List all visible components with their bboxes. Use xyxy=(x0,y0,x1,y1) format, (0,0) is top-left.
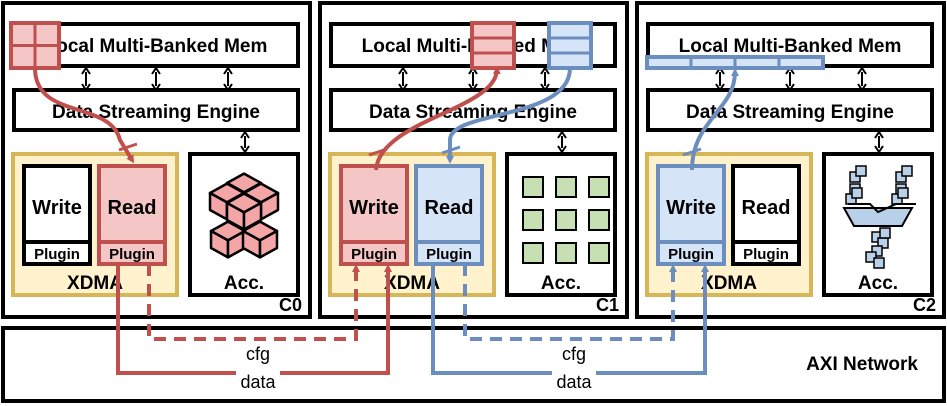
xdma-label: XDMA xyxy=(67,273,123,294)
write-plugin-label: Plugin xyxy=(668,246,714,263)
arrow-head-up xyxy=(540,66,550,75)
pe-tile xyxy=(588,176,610,198)
data-streaming-engine-box xyxy=(12,88,300,132)
accelerator-label: Acc. xyxy=(858,273,898,294)
cube-face xyxy=(258,229,279,259)
pe-tile xyxy=(555,242,577,264)
read-plugin-label: Plugin xyxy=(743,246,789,263)
path-c2-write-to-mem xyxy=(690,68,739,171)
read-label: Read xyxy=(108,197,157,219)
write-label: Write xyxy=(32,197,82,219)
cfg-label: cfg xyxy=(562,344,586,364)
arrow-head-up xyxy=(398,66,408,75)
read-label: Read xyxy=(425,197,474,219)
break-mark xyxy=(441,145,461,155)
funnel-reduce-icon xyxy=(842,165,916,269)
break-mark xyxy=(118,142,138,152)
pe-tile xyxy=(522,209,544,231)
local-memory-box xyxy=(12,22,300,68)
read-unit-box xyxy=(731,164,801,266)
path-c1-mem-to-read xyxy=(446,67,572,164)
funnel-rim xyxy=(848,203,916,214)
read-plugin-label: Plugin xyxy=(109,246,155,263)
write-plugin-label: Plugin xyxy=(351,246,397,263)
xdma-label: XDMA xyxy=(701,273,757,294)
data-block xyxy=(851,187,863,199)
axi-network-label: AXI Network xyxy=(806,354,918,375)
write-unit-box xyxy=(339,164,409,266)
arrow-head-up xyxy=(240,130,250,139)
accelerator-label: Acc. xyxy=(224,273,264,294)
write-unit-box xyxy=(656,164,726,266)
write-plugin-label: Plugin xyxy=(34,246,80,263)
cluster-label: C0 xyxy=(279,295,302,315)
data-block xyxy=(879,227,891,239)
arrow-head-up xyxy=(223,66,233,75)
pe-tile xyxy=(588,242,610,264)
pe-tile xyxy=(522,176,544,198)
bank-outline xyxy=(547,21,593,70)
grid-array-icon xyxy=(522,176,610,264)
data-block xyxy=(849,171,861,183)
write-unit-box xyxy=(22,164,92,266)
memory-bank-column-c1-red xyxy=(470,21,516,70)
memory-bank-row-c2 xyxy=(645,55,825,70)
data-streaming-engine-box xyxy=(646,88,934,132)
local-memory-label: Local Multi-Banked Mem xyxy=(45,36,268,57)
label-gap xyxy=(236,367,280,379)
break-mark xyxy=(368,147,388,157)
data-block xyxy=(901,165,913,177)
break-mark xyxy=(682,147,702,157)
accelerator-label: Acc. xyxy=(541,273,581,294)
read-unit-box xyxy=(97,164,167,266)
read-unit-box xyxy=(414,164,484,266)
bank-outline xyxy=(470,21,516,70)
data-block xyxy=(865,251,877,263)
memory-bank-column-c1-blue xyxy=(547,21,593,70)
pe-tile xyxy=(555,209,577,231)
path-c1-write-to-mem xyxy=(374,66,501,171)
arrow-head-up xyxy=(81,66,91,75)
pe-tile xyxy=(522,242,544,264)
data-block xyxy=(897,187,909,199)
read-label: Read xyxy=(742,197,791,219)
data-label: data xyxy=(556,372,592,392)
label-gap xyxy=(552,367,596,379)
cube-stack-icon xyxy=(208,172,280,259)
xdma-label: XDMA xyxy=(384,273,440,294)
pe-tile xyxy=(588,209,610,231)
data-block xyxy=(855,165,867,177)
read-plugin-label: Plugin xyxy=(426,246,472,263)
cluster-label: C1 xyxy=(596,295,619,315)
path-c0-mem-to-read xyxy=(33,67,135,164)
memory-bank-tile-c0 xyxy=(9,21,61,70)
pe-tile xyxy=(555,176,577,198)
arrow-head-up xyxy=(151,66,161,75)
cfg-label: cfg xyxy=(246,344,270,364)
arrow-head-up xyxy=(874,130,884,139)
local-memory-label: Local Multi-Banked Mem xyxy=(679,36,902,57)
arrow-head-up xyxy=(557,130,567,139)
data-streaming-engine-label: Data Streaming Engine xyxy=(369,102,577,123)
data-label: data xyxy=(240,372,276,392)
data-block xyxy=(871,245,883,257)
data-block xyxy=(873,257,885,269)
arrow-head-up xyxy=(857,66,867,75)
write-label: Write xyxy=(349,197,399,219)
data-streaming-engine-label: Data Streaming Engine xyxy=(686,102,894,123)
data-block xyxy=(895,171,907,183)
cluster-label: C2 xyxy=(913,295,936,315)
write-label: Write xyxy=(666,197,716,219)
cube-face xyxy=(242,201,263,231)
